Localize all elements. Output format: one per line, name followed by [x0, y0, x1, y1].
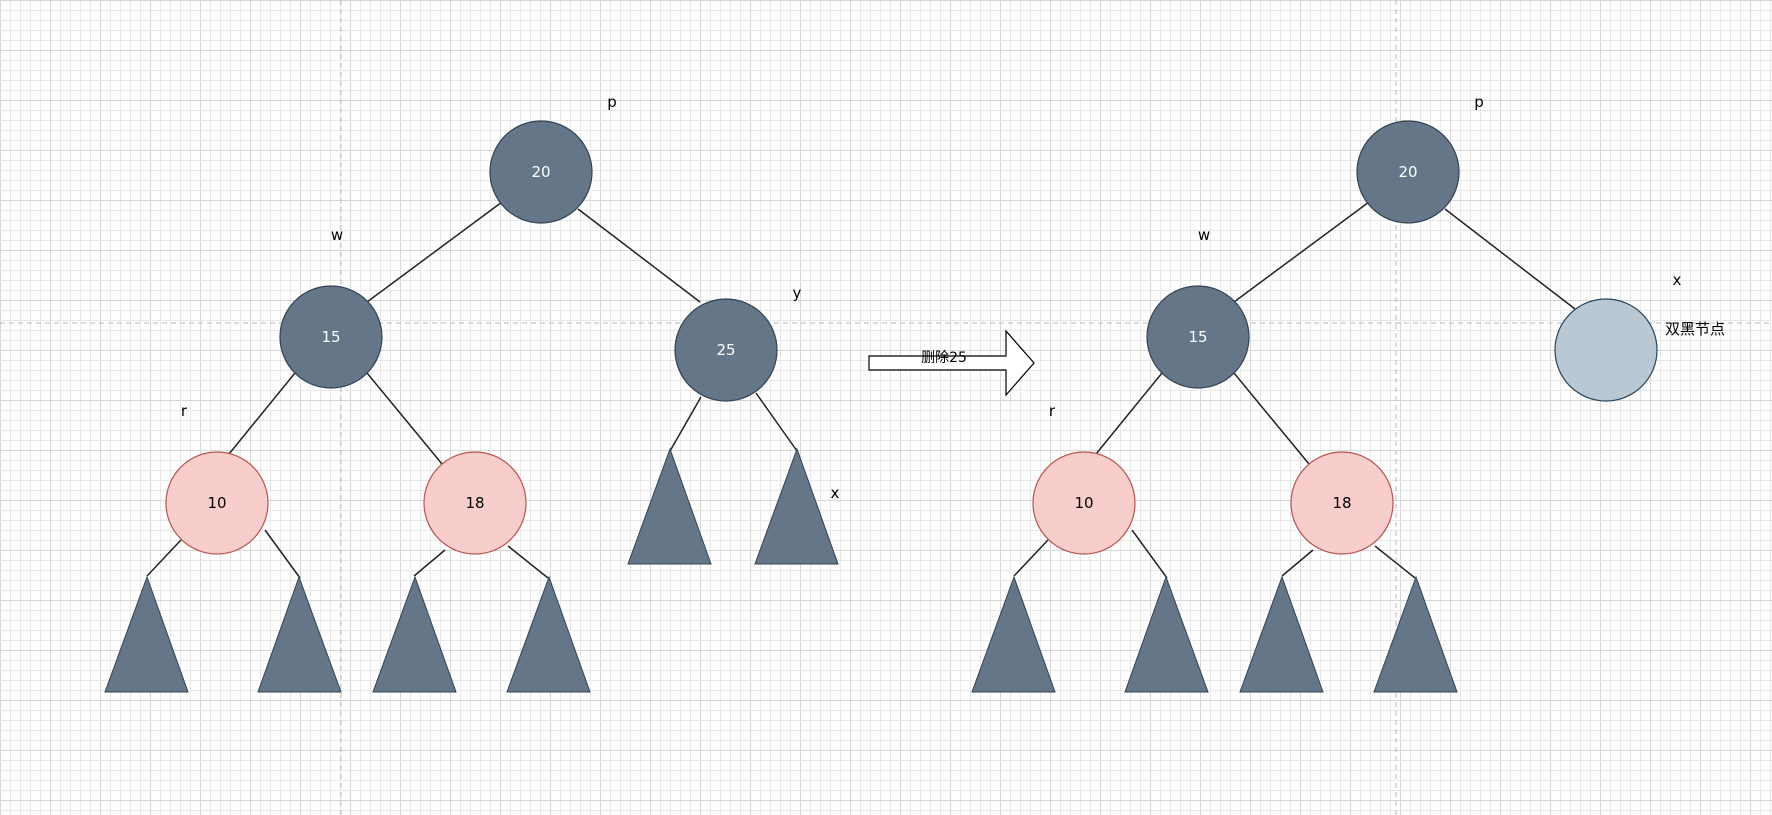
node-value: 18: [465, 494, 484, 512]
node-circle-red: [1290, 451, 1394, 555]
subtree-triangle: [372, 575, 457, 693]
left-tree-labels: p w y r x: [181, 93, 840, 502]
arrow-shape: [868, 329, 1035, 397]
node-circle-red: [165, 451, 269, 555]
subtree-triangle: [754, 447, 839, 565]
left-node-10[interactable]: 10: [165, 451, 269, 555]
edge-18-subtree-right: [507, 545, 549, 579]
edge-10-subtree-right: [1131, 529, 1168, 579]
node-value: 10: [207, 494, 226, 512]
right-node-double-black[interactable]: [1554, 298, 1658, 402]
node-circle-double-black: [1554, 298, 1658, 402]
left-node-20[interactable]: 20: [489, 120, 593, 224]
edge-18-subtree-right: [1374, 545, 1416, 579]
edge-15-18: [1233, 372, 1310, 465]
right-tree-subtrees: [971, 575, 1458, 693]
label-x: x: [1673, 271, 1682, 289]
edge-10-subtree-left: [1013, 539, 1049, 577]
node-value: 18: [1332, 494, 1351, 512]
right-node-18[interactable]: 18: [1290, 451, 1394, 555]
node-circle-red: [423, 451, 527, 555]
arrow-label: 删除25: [921, 350, 967, 366]
edge-15-10: [1095, 372, 1163, 455]
edge-25-subtree-left: [669, 396, 702, 452]
node-circle-black: [1356, 120, 1460, 224]
left-node-15[interactable]: 15: [279, 285, 383, 389]
subtree-triangle: [1239, 575, 1324, 693]
edge-20-15: [366, 201, 503, 303]
subtree-triangle: [506, 575, 591, 693]
node-circle-black: [279, 285, 383, 389]
label-w: w: [331, 226, 343, 244]
left-node-18[interactable]: 18: [423, 451, 527, 555]
right-tree: 20 15 10 18 p w x 双黑节点 r: [971, 93, 1725, 693]
right-tree-labels: p w x 双黑节点 r: [1049, 93, 1725, 420]
edge-15-18: [366, 372, 443, 465]
node-circle-black: [489, 120, 593, 224]
subtree-triangle: [1373, 575, 1458, 693]
delete-arrow: 删除25: [868, 329, 1035, 397]
node-circle-black: [1146, 285, 1250, 389]
label-p: p: [607, 93, 617, 111]
left-tree: 20 15 25 10 18 p w y r x: [104, 93, 840, 693]
edge-10-subtree-left: [146, 539, 182, 577]
label-r: r: [181, 402, 188, 420]
label-double-black: 双黑节点: [1665, 320, 1725, 338]
label-x: x: [831, 484, 840, 502]
right-node-15[interactable]: 15: [1146, 285, 1250, 389]
node-circle-black: [674, 298, 778, 402]
subtree-triangle: [971, 575, 1056, 693]
right-tree-edges: [1013, 201, 1576, 579]
edge-18-subtree-left: [413, 549, 446, 577]
label-p: p: [1474, 93, 1484, 111]
edge-25-subtree-right: [755, 392, 798, 452]
left-node-25[interactable]: 25: [674, 298, 778, 402]
edge-15-10: [228, 372, 296, 455]
edge-20-25: [577, 208, 701, 303]
label-w: w: [1198, 226, 1210, 244]
node-value: 20: [531, 163, 550, 181]
subtree-triangle: [104, 575, 189, 693]
node-value: 10: [1074, 494, 1093, 512]
node-circle-red: [1032, 451, 1136, 555]
right-node-20[interactable]: 20: [1356, 120, 1460, 224]
left-tree-edges: [146, 201, 798, 579]
node-value: 15: [321, 328, 340, 346]
label-y: y: [793, 284, 802, 302]
edge-18-subtree-left: [1281, 549, 1314, 577]
node-value: 25: [716, 341, 735, 359]
edge-20-15: [1233, 201, 1370, 303]
node-value: 20: [1398, 163, 1417, 181]
node-value: 15: [1188, 328, 1207, 346]
edge-20-double-black: [1444, 208, 1576, 310]
edge-10-subtree-right: [264, 529, 301, 579]
subtree-triangle: [257, 575, 342, 693]
subtree-triangle: [1124, 575, 1209, 693]
left-tree-subtrees: [104, 447, 839, 693]
subtree-triangle: [627, 447, 712, 565]
right-node-10[interactable]: 10: [1032, 451, 1136, 555]
label-r: r: [1049, 402, 1056, 420]
